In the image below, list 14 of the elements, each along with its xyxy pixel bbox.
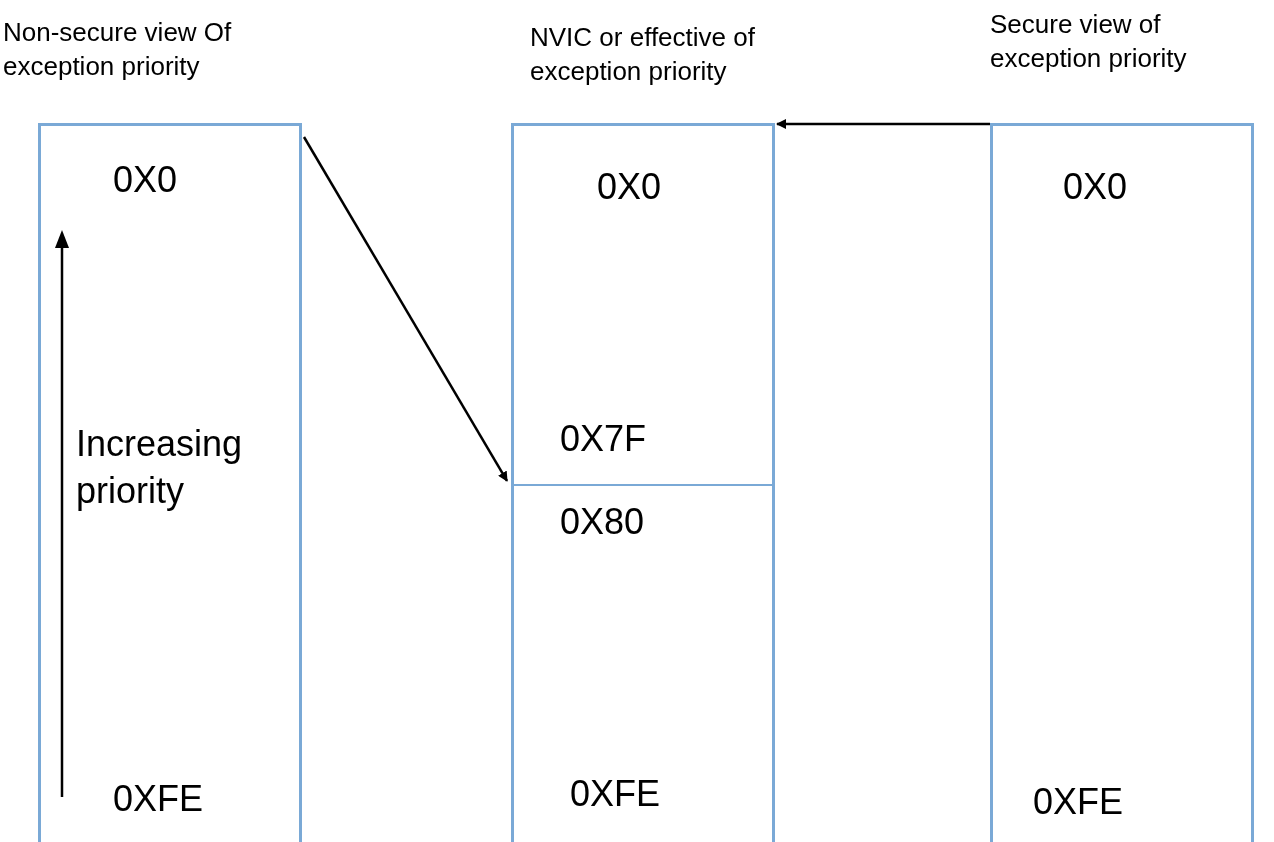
priority-value: 0XFE	[570, 773, 661, 815]
priority-value: 0XFE	[113, 778, 204, 820]
priority-value: 0X0	[1063, 166, 1128, 208]
priority-value: 0X0	[597, 166, 662, 208]
priority-value: 0X7F	[560, 418, 647, 460]
column-heading: Non-secure view Of exception priority	[3, 16, 233, 83]
arrow	[776, 119, 990, 129]
column-heading: Secure view of exception priority	[990, 8, 1188, 75]
priority-value: 0XFE	[1033, 781, 1124, 823]
priority-value: 0X80	[560, 501, 645, 543]
column-heading: NVIC or effective of exception priority	[530, 21, 756, 88]
priority-value: 0X0	[113, 159, 178, 201]
axis-label: Increasing priority	[76, 422, 244, 513]
arrow	[302, 136, 509, 482]
